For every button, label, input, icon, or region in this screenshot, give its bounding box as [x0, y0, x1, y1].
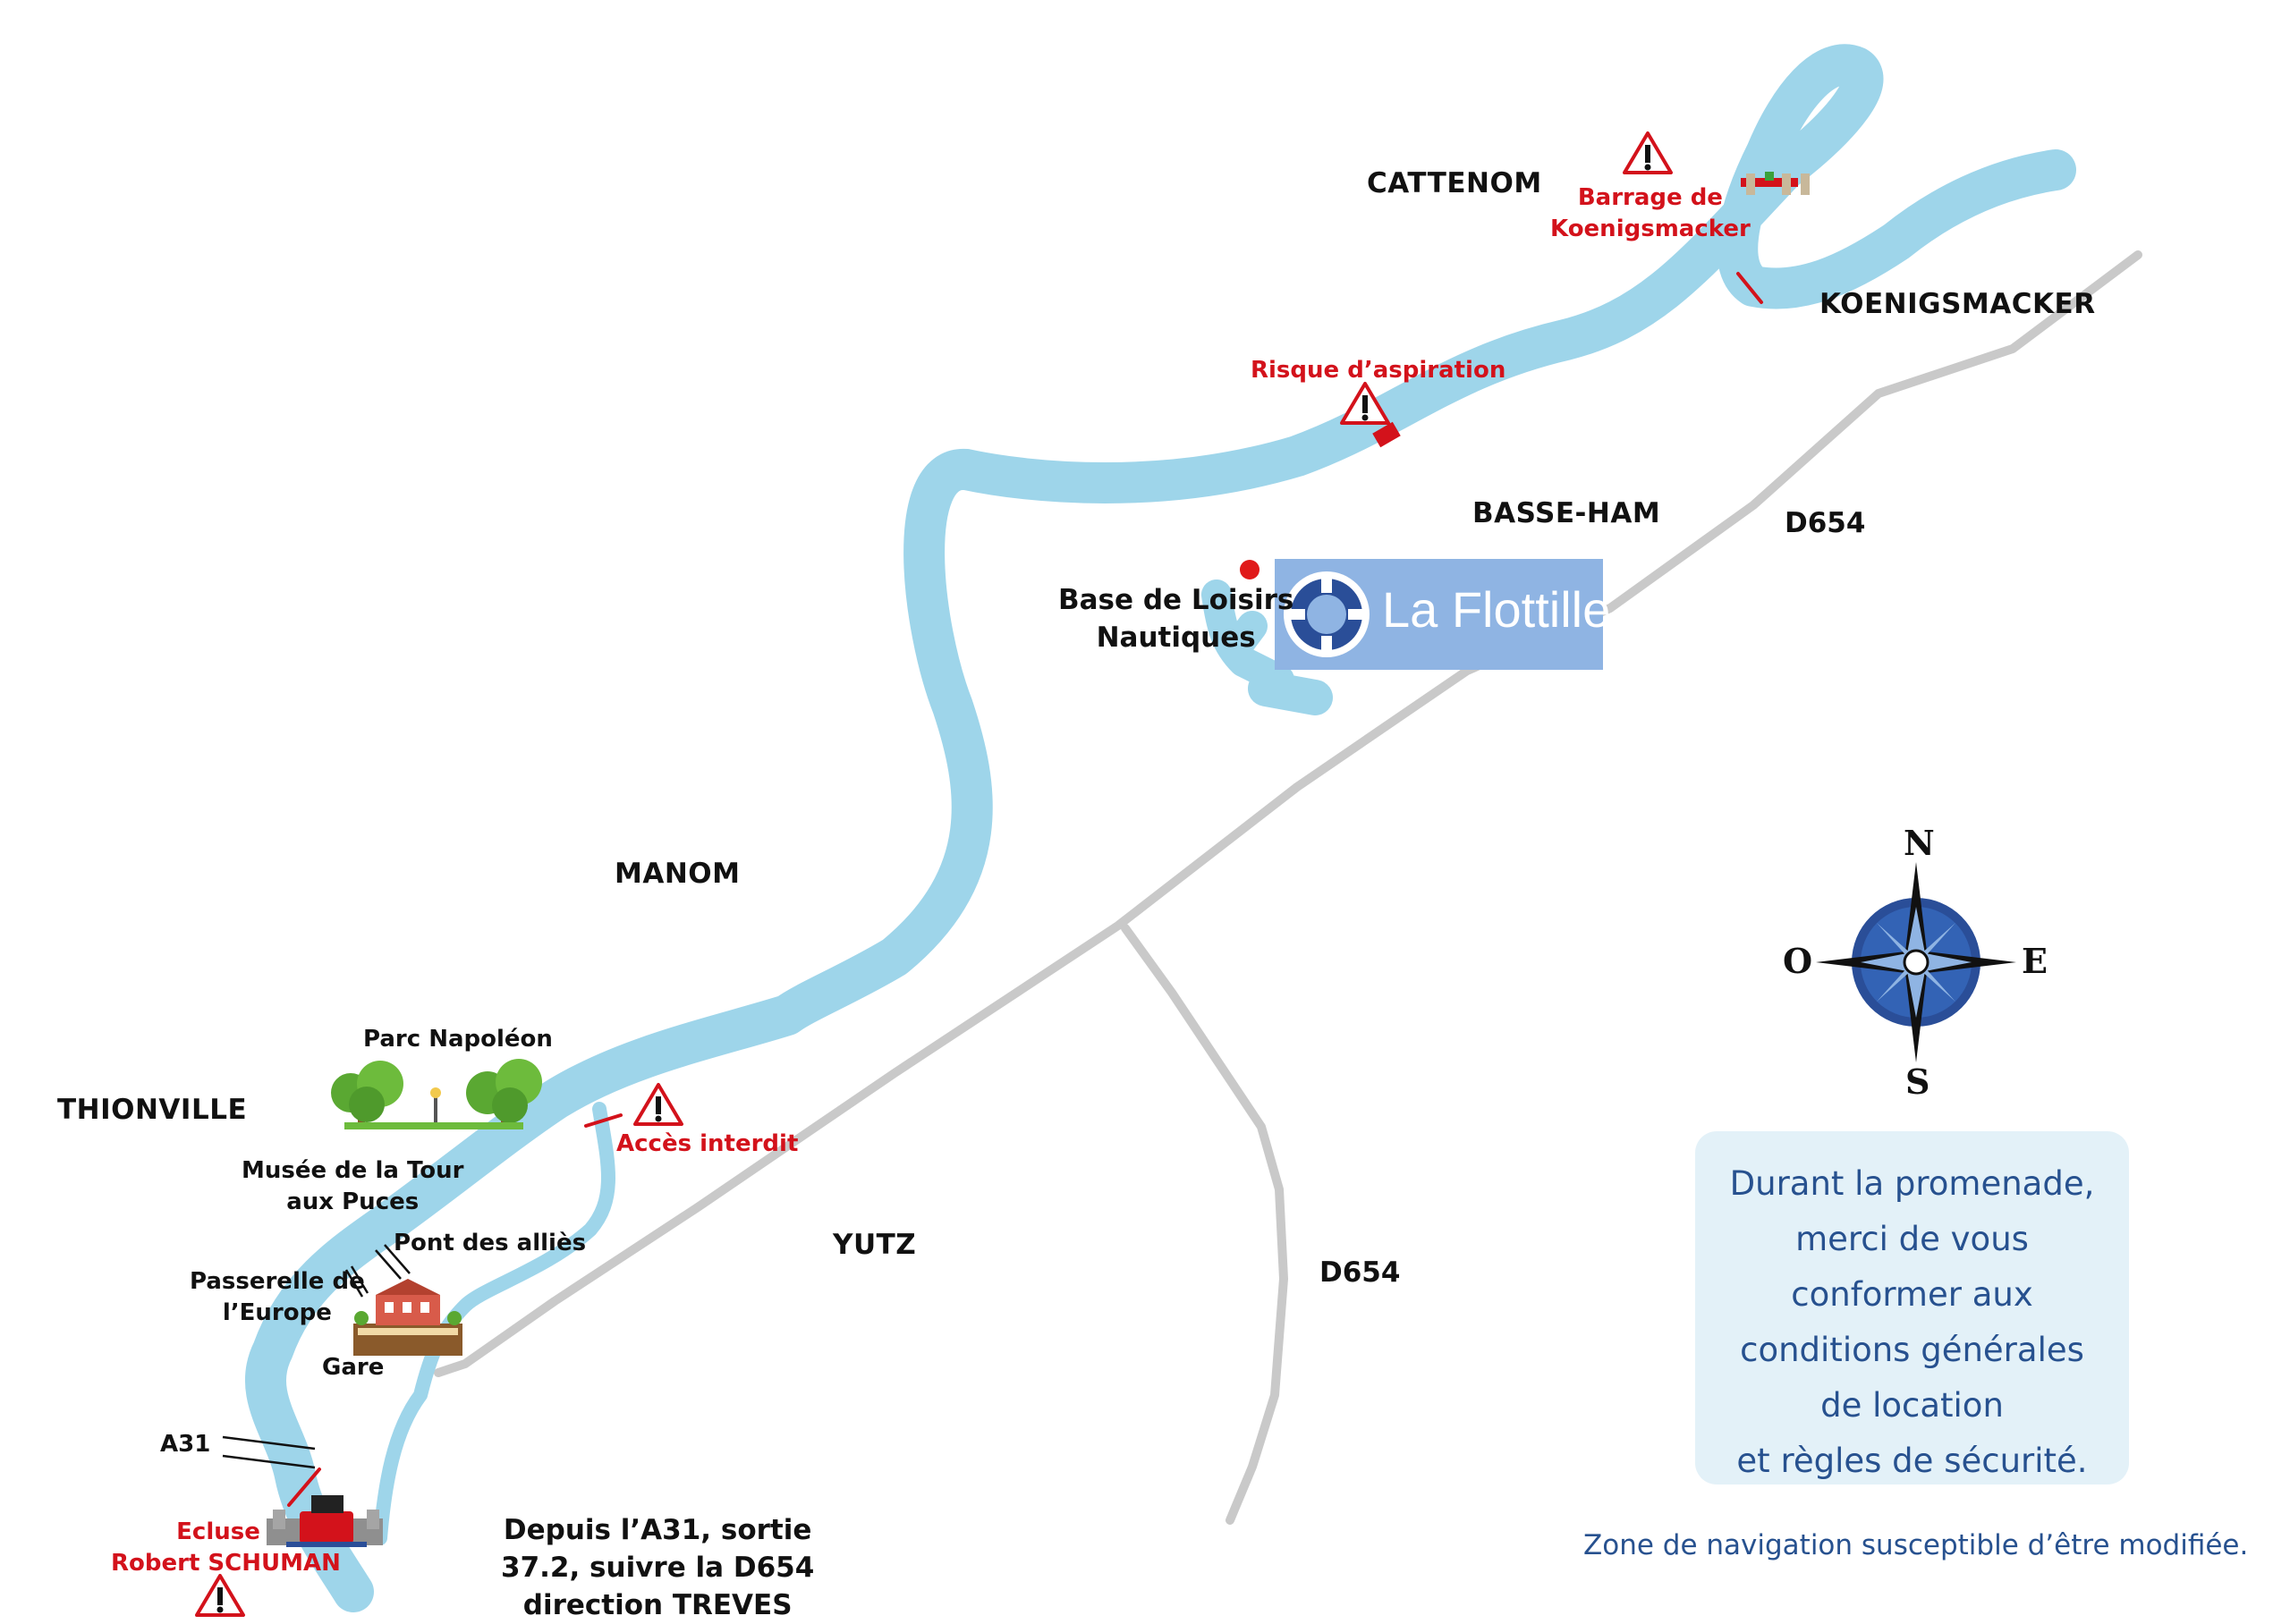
- label-base-loisirs: Base de Loisirs Nautiques: [1058, 584, 1294, 654]
- road-label-a31: A31: [160, 1431, 211, 1458]
- compass-north: N: [1904, 823, 1935, 863]
- label-risque: Risque d’aspiration: [1251, 357, 1506, 384]
- road-label-d654-south: D654: [1319, 1256, 1401, 1289]
- town-thionville: THIONVILLE: [57, 1094, 248, 1126]
- disclaimer-text: Zone de navigation susceptible d’être mo…: [1583, 1529, 2249, 1561]
- road-d654-branch: [1121, 924, 1288, 1525]
- la-flottille-logo: La Flottille: [1275, 559, 1610, 670]
- town-basse-ham: BASSE-HAM: [1472, 497, 1661, 529]
- logo-text: La Flottille: [1382, 581, 1611, 638]
- town-yutz: YUTZ: [833, 1229, 917, 1261]
- a31-line-1: [222, 1435, 316, 1451]
- warning-icon-acces: [633, 1083, 683, 1126]
- lock-icon: [267, 1495, 383, 1547]
- river: [244, 44, 2076, 1612]
- label-ecluse: Ecluse Robert SCHUMAN: [111, 1517, 341, 1579]
- lifebuoy-icon: [1284, 571, 1370, 657]
- compass-east: E: [2022, 941, 2048, 981]
- marina-basin: [1248, 671, 1333, 715]
- label-ecluse-line1: Ecluse: [176, 1518, 260, 1545]
- town-manom: MANOM: [615, 858, 741, 890]
- label-gare: Gare: [322, 1354, 385, 1381]
- label-acces: Accès interdit: [616, 1130, 799, 1157]
- pont-allies-line-2: [384, 1244, 411, 1274]
- town-koenigsmacker: KOENIGSMACKER: [1819, 288, 2096, 320]
- compass-rose-icon: [1816, 862, 2016, 1062]
- suction-marker-icon: [1372, 421, 1401, 448]
- directions-text: Depuis l’A31, sortie 37.2, suivre la D65…: [501, 1514, 815, 1621]
- river-branch: [373, 1102, 615, 1545]
- warning-icon-barrage: [1623, 131, 1673, 174]
- info-text: Durant la promenade, merci de vous confo…: [1729, 1164, 2095, 1480]
- marina: [1201, 579, 1294, 704]
- label-passerelle: Passerelle de l’Europe: [190, 1268, 365, 1326]
- pont-allies-line-1: [375, 1249, 402, 1280]
- barrier-lines: [287, 272, 1763, 1507]
- park-trees-icon: [331, 1059, 542, 1129]
- passerelle-line-1: [344, 1269, 364, 1298]
- a31-line-2: [222, 1454, 316, 1469]
- road-label-d654-north: D654: [1785, 507, 1866, 539]
- label-pont-allies: Pont des alliès: [394, 1230, 587, 1256]
- train-station-icon: [353, 1279, 462, 1356]
- road-d654-main: [434, 250, 2142, 1377]
- town-cattenom: CATTENOM: [1367, 167, 1542, 199]
- koenigsmacker-barrier: [1736, 272, 1763, 304]
- ecluse-barrier: [287, 1468, 321, 1507]
- compass-west: O: [1783, 941, 1813, 981]
- label-musee: Musée de la Tour aux Puces: [242, 1157, 464, 1215]
- compass-south: S: [1905, 1062, 1930, 1102]
- passerelle-line-2: [350, 1265, 369, 1294]
- roads: [434, 250, 2142, 1525]
- warning-icon-ecluse: [195, 1574, 245, 1617]
- river-main: [244, 44, 2076, 1612]
- info-box: Durant la promenade, merci de vous confo…: [1695, 1131, 2129, 1484]
- label-parc-napoleon: Parc Napoléon: [363, 1026, 553, 1053]
- dam-icon: [1741, 172, 1810, 195]
- bridges: [222, 1244, 411, 1469]
- label-barrage: Barrage de Koenigsmacker: [1550, 184, 1751, 242]
- base-loisirs-dot-icon: [1240, 560, 1260, 579]
- label-ecluse-line2: Robert SCHUMAN: [111, 1550, 341, 1577]
- acces-interdit-barrier: [584, 1113, 623, 1128]
